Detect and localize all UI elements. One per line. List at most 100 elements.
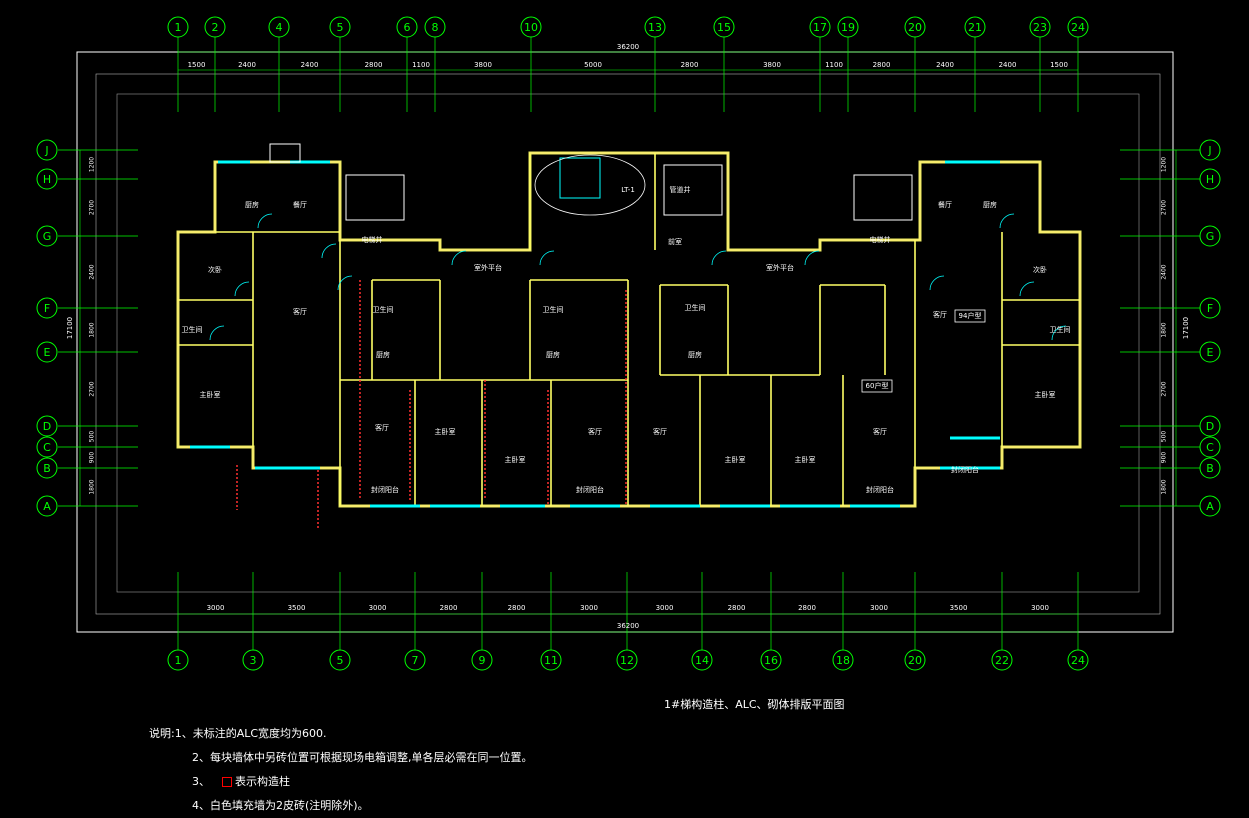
bottom-axis-label: 1 xyxy=(175,654,182,667)
right-row-label: A xyxy=(1206,500,1214,513)
right-row-bubble xyxy=(1199,341,1221,363)
top-axis-bubble xyxy=(396,16,418,38)
room-label: 餐厅 xyxy=(938,200,952,209)
left-row-bubble xyxy=(36,341,58,363)
bottom-axis-bubble xyxy=(471,649,493,671)
room-label: 室外平台 xyxy=(766,263,794,272)
top-dim: 3800 xyxy=(474,61,492,69)
side-dim: 2400 xyxy=(89,264,96,279)
top-axis-label: 4 xyxy=(276,21,283,34)
top-axis-label: 20 xyxy=(908,21,922,34)
top-axis-label: 17 xyxy=(813,21,827,34)
room-label: 客厅 xyxy=(293,307,307,316)
top-axis-bubble xyxy=(329,16,351,38)
door-swing xyxy=(804,250,820,266)
bottom-dim: 3500 xyxy=(288,604,306,612)
side-dim-right: 1800 xyxy=(1161,322,1168,337)
door-swing xyxy=(321,243,337,259)
right-row-bubble xyxy=(1199,297,1221,319)
bottom-dim: 3000 xyxy=(656,604,674,612)
room-label: 主卧室 xyxy=(505,455,526,464)
top-axis-label: 6 xyxy=(404,21,411,34)
bottom-axis-label: 12 xyxy=(620,654,634,667)
side-dim: 1800 xyxy=(89,322,96,337)
door-swing xyxy=(929,275,945,291)
unit-tag-94: 94户型 xyxy=(959,311,982,320)
bottom-axis-bubble xyxy=(991,649,1013,671)
room-label: LT-1 xyxy=(621,186,635,194)
room-label: 客厅 xyxy=(933,310,947,319)
bottom-axis-bubble xyxy=(329,649,351,671)
room-label: 前室 xyxy=(668,237,682,246)
bottom-axis-bubble xyxy=(616,649,638,671)
top-total-dim: 36200 xyxy=(617,43,639,51)
bottom-axis-label: 16 xyxy=(764,654,778,667)
top-dim: 1500 xyxy=(188,61,206,69)
note-3-prefix: 3、 xyxy=(192,775,210,788)
left-row-bubble xyxy=(36,457,58,479)
bottom-axis-bubble xyxy=(540,649,562,671)
left-row-bubble xyxy=(36,415,58,437)
top-axis-bubble xyxy=(520,16,542,38)
top-axis-label: 1 xyxy=(175,21,182,34)
room-label: 厨房 xyxy=(688,350,702,359)
right-row-label: D xyxy=(1206,420,1214,433)
right-row-bubble xyxy=(1199,225,1221,247)
room-label: 电梯井 xyxy=(362,235,383,244)
top-axis-label: 24 xyxy=(1071,21,1085,34)
right-row-bubble xyxy=(1199,436,1221,458)
room-label: 封闭阳台 xyxy=(576,485,604,494)
top-axis-bubble xyxy=(904,16,926,38)
right-row-bubble xyxy=(1199,139,1221,161)
note-3-text: 表示构造柱 xyxy=(235,775,290,788)
left-row-label: F xyxy=(44,302,50,315)
top-dim: 2400 xyxy=(999,61,1017,69)
room-label: 卫生间 xyxy=(685,303,706,312)
top-axis-bubble xyxy=(713,16,735,38)
stair-flight xyxy=(559,157,601,199)
door-swing xyxy=(257,213,273,229)
top-axis-label: 21 xyxy=(968,21,982,34)
door-swing xyxy=(451,250,467,266)
unit-tag-box xyxy=(861,379,893,393)
top-dim: 1100 xyxy=(412,61,430,69)
bottom-axis-label: 24 xyxy=(1071,654,1085,667)
left-row-bubble xyxy=(36,139,58,161)
top-axis-label: 10 xyxy=(524,21,538,34)
left-row-label: H xyxy=(43,173,51,186)
top-dim: 5000 xyxy=(584,61,602,69)
top-dim: 1500 xyxy=(1050,61,1068,69)
right-row-label: E xyxy=(1207,346,1214,359)
room-label: 卫生间 xyxy=(373,305,394,314)
door-swing xyxy=(1051,325,1067,341)
top-dim: 2800 xyxy=(873,61,891,69)
unit-tag-60: 60户型 xyxy=(866,381,889,390)
bottom-dim: 3000 xyxy=(369,604,387,612)
side-dim: 1800 xyxy=(89,479,96,494)
room-label: 客厅 xyxy=(653,427,667,436)
side-dim-right: 900 xyxy=(1161,452,1168,464)
side-dim: 500 xyxy=(89,431,96,443)
right-row-label: C xyxy=(1206,441,1214,454)
top-axis-bubble xyxy=(204,16,226,38)
bottom-axis-bubble xyxy=(904,649,926,671)
bottom-axis-label: 18 xyxy=(836,654,850,667)
left-row-bubble xyxy=(36,495,58,517)
stair-curve xyxy=(534,154,646,216)
side-dim: 1200 xyxy=(89,157,96,172)
bottom-axis-label: 22 xyxy=(995,654,1009,667)
left-row-bubble xyxy=(36,297,58,319)
right-row-bubble xyxy=(1199,415,1221,437)
room-label: 次卧 xyxy=(1033,265,1047,274)
top-dim: 2400 xyxy=(301,61,319,69)
right-row-bubble xyxy=(1199,495,1221,517)
top-dim: 1100 xyxy=(825,61,843,69)
door-swing xyxy=(999,213,1015,229)
side-total-dim: 17100 xyxy=(66,317,74,339)
left-row-label: A xyxy=(43,500,51,513)
bottom-dim: 3000 xyxy=(207,604,225,612)
side-dim-right: 1800 xyxy=(1161,479,1168,494)
room-label: 主卧室 xyxy=(435,427,456,436)
bottom-axis-bubble xyxy=(242,649,264,671)
